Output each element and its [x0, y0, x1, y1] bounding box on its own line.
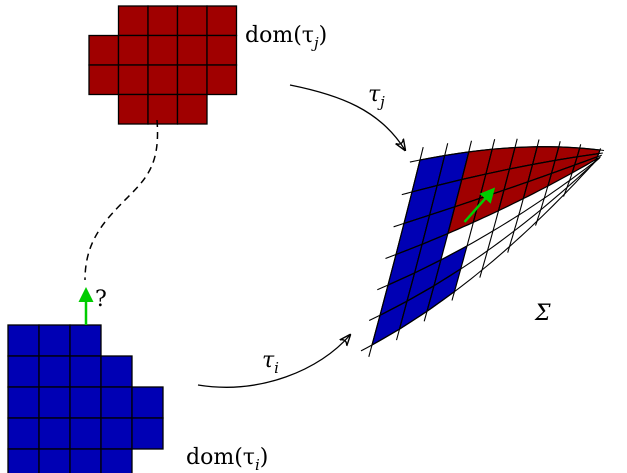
surface-grid-line [360, 158, 598, 352]
domain-i-cell [7, 386, 40, 419]
domain-i-cell [38, 417, 71, 450]
surface-grid-line [377, 157, 601, 291]
domain-j-cell [88, 64, 120, 96]
domain-i-cell [100, 355, 133, 388]
domain-i-cell [69, 355, 102, 388]
domain-i-cell [69, 324, 102, 357]
label-dom-tau-i: dom(τi) [186, 445, 268, 473]
surface-cell [467, 210, 499, 246]
surface-grid-line [368, 158, 599, 321]
surface-cell [540, 180, 570, 210]
domain-i-cell [100, 417, 133, 450]
domain-j-cell [117, 93, 149, 125]
domain-j-cell [206, 64, 238, 96]
domain-i-cell [69, 448, 102, 473]
surface-cell [440, 222, 474, 260]
surface-grid-line [409, 146, 605, 163]
domain-j-cell [206, 5, 238, 37]
surface-cell [509, 210, 541, 247]
surface-grid-line [385, 156, 601, 260]
label-tau-i: τi [262, 348, 279, 377]
label-dom-tau-j: dom(τj) [245, 23, 327, 52]
domain-j-cell [88, 34, 120, 66]
domain-j-cell [176, 34, 208, 66]
domain-i-grid [7, 324, 164, 473]
surface-cell [518, 186, 548, 216]
domain-j-cell [147, 93, 179, 125]
domain-j-cell [176, 5, 208, 37]
surface-grid-line [401, 152, 603, 196]
domain-j-cell [176, 64, 208, 96]
domain-i-cell [131, 386, 164, 419]
tau-i-mapping-arrow [197, 335, 350, 388]
surface-cell [487, 215, 519, 251]
domain-i-cell [7, 355, 40, 388]
domain-j-cell [206, 34, 238, 66]
domain-i-cell [38, 448, 71, 473]
domain-j-cell [117, 64, 149, 96]
domain-i-cell [131, 417, 164, 450]
surface-grid-line [393, 154, 602, 228]
domain-i-cell [38, 355, 71, 388]
domain-i-cell [100, 448, 133, 473]
domain-i-cell [69, 417, 102, 450]
domain-j-cell [117, 34, 149, 66]
domain-j-cell [176, 93, 208, 125]
domain-j-grid [88, 5, 238, 125]
green-normal-arrow-surface [463, 187, 496, 223]
surface-cell [493, 198, 524, 231]
domain-j-cell [147, 34, 179, 66]
surface-cell [514, 198, 545, 231]
domain-i-cell [7, 448, 40, 473]
label-tau-j: τj [368, 82, 385, 111]
surface-cell [537, 187, 567, 222]
domain-i-cell [69, 386, 102, 419]
tau-j-mapping-arrow [289, 84, 405, 150]
domain-i-cell [100, 386, 133, 419]
domain-i-cell [38, 386, 71, 419]
surface-cell [460, 230, 493, 269]
surface-cell [454, 250, 488, 292]
surface-cell [544, 173, 573, 199]
domain-i-cell [38, 324, 71, 357]
domain-i-cell [7, 417, 40, 450]
surface-sigma [360, 138, 605, 357]
label-sigma: Σ [534, 301, 551, 326]
domain-j-cell [147, 64, 179, 96]
surface-cell [482, 231, 515, 270]
domain-j-cell [147, 5, 179, 37]
domain-i-cell [7, 324, 40, 357]
domain-j-cell [117, 5, 149, 37]
question-mark: ? [95, 287, 107, 312]
dashed-correspondence-curve [84, 119, 159, 281]
